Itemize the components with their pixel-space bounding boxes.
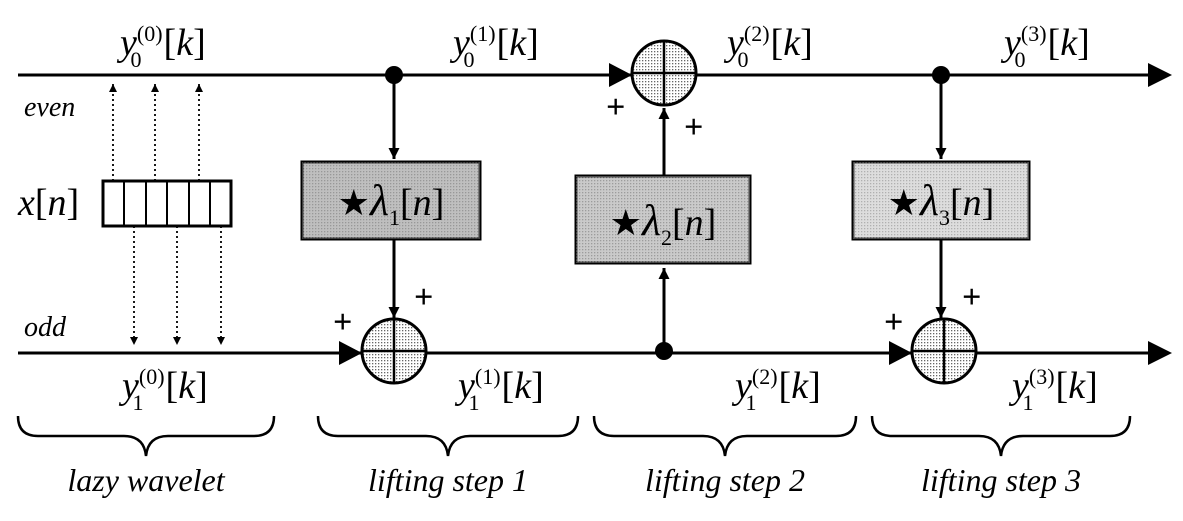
input-buffer: [101, 179, 233, 228]
adder-sign-step3-left: +: [884, 304, 903, 341]
stage-brace-step1: [316, 415, 580, 457]
adder-sign-step1-left: +: [333, 304, 352, 341]
signal-label-odd-3: y(3)1[k]: [1008, 364, 1098, 415]
signal-label-odd-0: y(0)1[k]: [118, 364, 208, 415]
odd-label: odd: [24, 312, 67, 343]
input-signal-label: x[n]: [17, 182, 79, 224]
signal-label-even-0: y(0)0[k]: [116, 21, 206, 72]
stage-label-lifting-step-2: lifting step 2: [645, 462, 805, 498]
adder-input-arrowhead-step2: [609, 63, 632, 87]
stage-label-lifting-step-3: lifting step 3: [921, 462, 1081, 498]
signal-label-odd-1: y(1)1[k]: [454, 364, 544, 415]
signal-label-odd-2: y(2)1[k]: [731, 364, 821, 415]
signal-label-even-3: y(3)0[k]: [1000, 21, 1090, 72]
stage-label-lazy-wavelet: lazy wavelet: [67, 462, 225, 498]
adder-sign-step3-top: +: [962, 279, 981, 316]
filter-label-step2: ★λ2[n]: [610, 196, 717, 250]
even-output-arrowhead: [1148, 63, 1172, 87]
stage-brace-step3: [870, 415, 1132, 457]
filter-label-step1: ★λ1[n]: [338, 176, 445, 230]
signal-label-even-1: y(1)0[k]: [449, 21, 539, 72]
odd-split-arrows: [130, 226, 225, 345]
even-label: even: [24, 92, 75, 123]
adder-step2: [630, 39, 698, 107]
adder-input-arrowhead-step3: [889, 341, 912, 365]
adder-sign-step2-left: +: [606, 89, 625, 126]
even-split-arrows: [109, 84, 203, 181]
filter-box-step2: ★λ2[n]: [574, 174, 752, 265]
odd-output-arrowhead: [1148, 341, 1172, 365]
stage-brace-lazy: [16, 415, 276, 457]
filter-box-step3: ★λ3[n]: [851, 160, 1031, 241]
stage-brace-step2: [592, 415, 858, 457]
adder-step3: [910, 317, 978, 385]
filter-box-step1: ★λ1[n]: [300, 160, 482, 241]
filter-label-step3: ★λ3[n]: [888, 176, 995, 230]
adder-input-arrowhead-step1: [339, 341, 362, 365]
adder-step1: [360, 317, 428, 385]
stage-label-lifting-step-1: lifting step 1: [368, 462, 528, 498]
signal-label-even-2: y(2)0[k]: [723, 21, 813, 72]
adder-sign-step1-top: +: [414, 279, 433, 316]
adder-sign-step2-bottom: +: [684, 109, 703, 146]
